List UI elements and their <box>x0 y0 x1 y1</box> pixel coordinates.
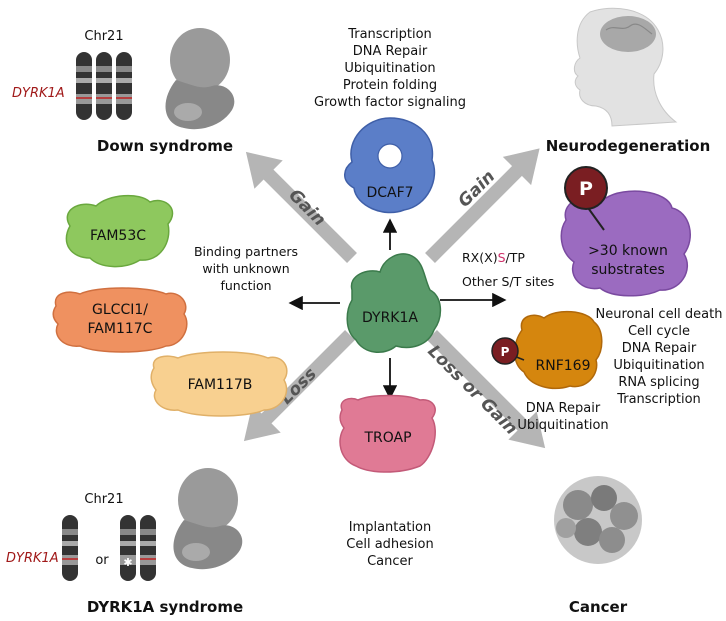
rnf169-label: RNF169 <box>536 358 591 374</box>
substrate-function-2: DNA Repair <box>622 341 697 356</box>
substrates-label-line-1: substrates <box>591 262 665 278</box>
chromosome-pair-mutant-icon: ✱ <box>120 515 156 581</box>
troap-function-2: Cancer <box>367 554 413 569</box>
or-label: or <box>95 553 109 568</box>
phospho-letter-small: P <box>501 345 510 359</box>
troap-function-0: Implantation <box>349 520 432 535</box>
rnf169-blob <box>514 310 603 390</box>
glcci1-fam117c-blob <box>52 287 188 353</box>
dcaf7-functions: Transcription DNA Repair Ubiquitination … <box>314 27 466 110</box>
substrates-blob <box>560 190 691 297</box>
substrate-function-4: RNA splicing <box>618 375 699 390</box>
dyrk1a-label: DYRK1A <box>362 310 418 326</box>
substrates-label-line-0: >30 known <box>588 243 668 259</box>
chromosome-trio-icon <box>76 52 132 120</box>
fam117b-label: FAM117B <box>188 377 253 393</box>
fam117b-blob <box>150 351 288 417</box>
phospho-icon-small <box>491 337 519 365</box>
troap-blob <box>339 394 436 473</box>
big-arrows <box>243 148 546 449</box>
gain-arrow-neurodegeneration <box>425 148 540 263</box>
dyrk1a-blob <box>346 253 442 353</box>
loss-gain-arrow-cancer <box>427 330 546 449</box>
phospho-icon-large <box>564 166 608 210</box>
fetus-icon-top <box>165 28 235 130</box>
cancer-panel: Cancer <box>554 476 642 616</box>
dcaf7-blob <box>344 117 436 214</box>
chromosome-pair-normal-icon <box>62 515 78 581</box>
dyrk1a-gene-top: DYRK1A <box>12 86 65 101</box>
chr21-top-label: Chr21 <box>84 29 123 44</box>
dcaf7-function-1: DNA Repair <box>353 44 428 59</box>
other-sites-text: Other S/T sites <box>462 274 554 289</box>
chr21-bottom-label: Chr21 <box>84 492 123 507</box>
substrate-function-5: Transcription <box>616 392 701 407</box>
binding-partners-line-2: function <box>220 278 271 293</box>
tumor-cells-icon <box>554 476 642 564</box>
dyrk1a-syndrome-title: DYRK1A syndrome <box>87 598 243 616</box>
dcaf7-function-4: Growth factor signaling <box>314 95 466 110</box>
troap-label: TROAP <box>363 430 411 446</box>
fetus-icon-bottom <box>173 468 243 570</box>
dcaf7-function-0: Transcription <box>347 27 432 42</box>
fam53c-blob <box>65 194 174 268</box>
substrate-function-1: Cell cycle <box>628 324 690 339</box>
substrate-function-3: Ubiquitination <box>613 358 704 373</box>
dcaf7-function-2: Ubiquitination <box>344 61 435 76</box>
dyrk1a-gene-bottom: DYRK1A <box>6 551 59 566</box>
neurodegeneration-title: Neurodegeneration <box>546 137 711 155</box>
rnf169-function-0: DNA Repair <box>526 401 601 416</box>
dcaf7-label: DCAF7 <box>366 185 413 201</box>
dyrk1a-syndrome-panel: Chr21 DYRK1A or ✱ <box>6 468 243 616</box>
phospho-letter-large: P <box>579 178 593 200</box>
troap-function-1: Cell adhesion <box>346 537 433 552</box>
rnf169-function-1: Ubiquitination <box>517 418 608 433</box>
glcci1-label: GLCCI1/ <box>92 302 148 318</box>
binding-partners-line-1: with unknown <box>202 261 289 276</box>
substrate-function-0: Neuronal cell death <box>596 307 723 322</box>
down-syndrome-panel: Chr21 DYRK1A <box>12 28 235 155</box>
head-brain-icon <box>573 7 678 127</box>
substrate-functions: Neuronal cell death Cell cycle DNA Repai… <box>596 307 723 407</box>
troap-functions: Implantation Cell adhesion Cancer <box>346 520 433 569</box>
binding-partners-text: Binding partners with unknown function <box>194 244 298 293</box>
gain-arrow-down-syndrome <box>245 151 357 263</box>
motif-text: RX(X)S/TP <box>462 250 525 265</box>
cancer-title: Cancer <box>569 598 628 616</box>
svg-text:✱: ✱ <box>123 556 132 569</box>
neurodegeneration-panel: Neurodegeneration <box>546 7 711 155</box>
fam117c-label: FAM117C <box>88 321 153 337</box>
binding-partners-line-0: Binding partners <box>194 244 298 259</box>
fam53c-label: FAM53C <box>90 228 146 244</box>
dcaf7-function-3: Protein folding <box>343 78 437 93</box>
down-syndrome-title: Down syndrome <box>97 137 233 155</box>
thin-arrows <box>288 218 507 400</box>
